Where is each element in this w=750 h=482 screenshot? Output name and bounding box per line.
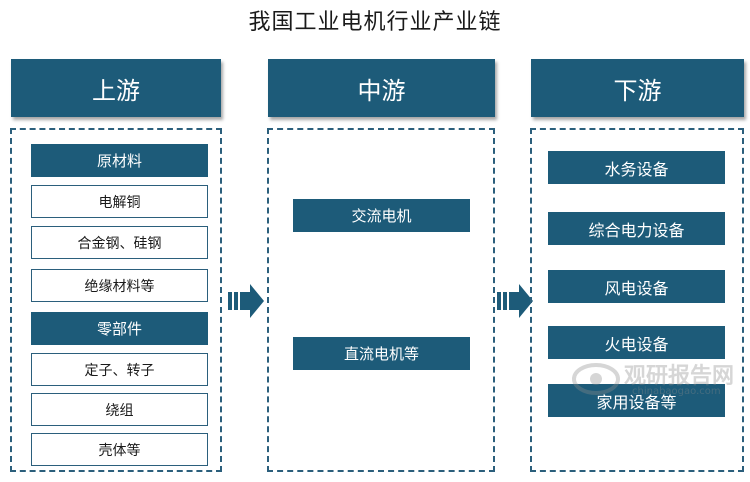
flow-arrow-icon — [497, 284, 533, 318]
downstream-item-wind: 风电设备 — [548, 270, 725, 303]
midstream-item-dc-motor: 直流电机等 — [293, 337, 470, 370]
downstream-item-thermal: 火电设备 — [548, 326, 725, 359]
flow-arrow-icon — [228, 284, 264, 318]
upstream-item-alloy-steel: 合金钢、硅钢 — [31, 226, 208, 259]
watermark: 观研报告网 chinabaogao.com — [572, 358, 747, 404]
upstream-item-insulation: 绝缘材料等 — [31, 269, 208, 302]
watermark-text: 观研报告网 — [624, 364, 735, 389]
watermark-subtext: chinabaogao.com — [632, 386, 721, 397]
diagram-title: 我国工业电机行业产业链 — [248, 10, 502, 35]
downstream-item-power: 综合电力设备 — [548, 212, 725, 245]
upstream-item-stator-rotor: 定子、转子 — [31, 353, 208, 386]
upstream-item-electrolytic-copper: 电解铜 — [31, 185, 208, 218]
downstream-box — [530, 128, 744, 472]
watermark-logo-icon — [572, 363, 620, 395]
downstream-header: 下游 — [531, 59, 744, 117]
midstream-item-ac-motor: 交流电机 — [293, 199, 470, 232]
upstream-item-winding: 绕组 — [31, 393, 208, 426]
midstream-box — [267, 128, 495, 472]
upstream-header: 上游 — [11, 59, 221, 117]
downstream-item-household: 家用设备等 — [548, 384, 725, 417]
upstream-category-components: 零部件 — [31, 312, 208, 345]
upstream-category-raw-materials: 原材料 — [31, 144, 208, 177]
midstream-header: 中游 — [268, 59, 495, 117]
downstream-item-water: 水务设备 — [548, 151, 725, 184]
upstream-box — [10, 128, 222, 472]
upstream-item-housing: 壳体等 — [31, 433, 208, 466]
